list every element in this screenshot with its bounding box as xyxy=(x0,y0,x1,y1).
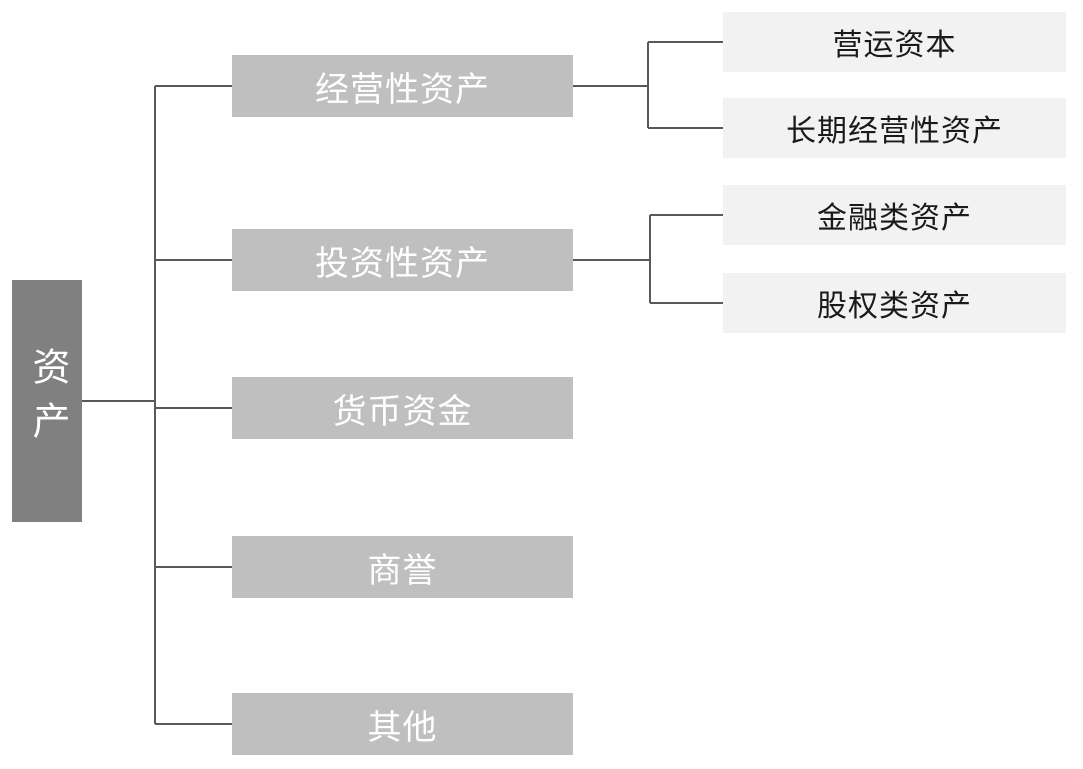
node-other-label: 其他 xyxy=(367,708,438,747)
node-assets: 资产 xyxy=(12,280,82,522)
node-monetary-funds-label: 货币资金 xyxy=(332,392,473,431)
node-monetary-funds: 货币资金 xyxy=(232,377,573,439)
node-working-capital-label: 营运资本 xyxy=(832,29,957,62)
node-financial-assets: 金融类资产 xyxy=(723,185,1066,245)
node-longterm-operating-assets: 长期经营性资产 xyxy=(723,98,1066,158)
node-operating-assets: 经营性资产 xyxy=(232,55,573,117)
node-goodwill-label: 商誉 xyxy=(367,551,438,590)
node-longterm-operating-assets-label: 长期经营性资产 xyxy=(786,115,1003,148)
node-equity-assets: 股权类资产 xyxy=(723,273,1066,333)
node-investment-assets: 投资性资产 xyxy=(232,229,573,291)
node-goodwill: 商誉 xyxy=(232,536,573,598)
node-equity-assets-label: 股权类资产 xyxy=(817,290,972,323)
node-investment-assets-label: 投资性资产 xyxy=(315,244,490,283)
node-financial-assets-label: 金融类资产 xyxy=(817,202,972,235)
node-operating-assets-label: 经营性资产 xyxy=(315,70,490,109)
node-assets-label: 资产 xyxy=(26,347,68,455)
node-working-capital: 营运资本 xyxy=(723,12,1066,72)
node-other: 其他 xyxy=(232,693,573,755)
